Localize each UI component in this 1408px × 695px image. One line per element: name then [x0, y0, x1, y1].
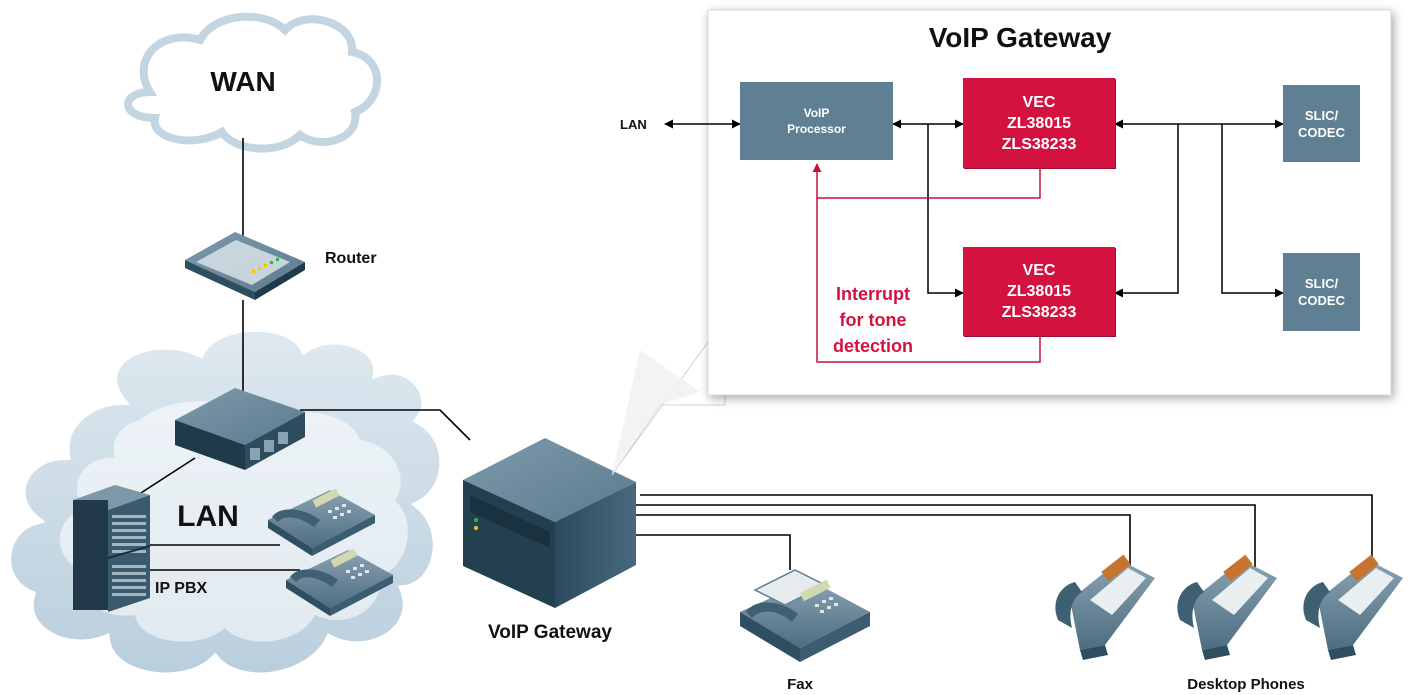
inset-lan-label: LAN	[620, 117, 647, 132]
voip-gateway-device-icon	[463, 438, 636, 608]
inset-title: VoIP Gateway	[928, 22, 1112, 53]
desktop-phone-icon	[1055, 554, 1155, 660]
interrupt-lines	[812, 163, 1041, 363]
inset-panel	[707, 9, 1392, 396]
lan-phone-icon	[268, 488, 375, 556]
slic-bottom-line1: SLIC/	[1304, 276, 1339, 291]
vec-bottom-line3: ZLS38233	[1001, 304, 1077, 321]
inset-connections	[664, 119, 1284, 298]
voip-processor-block: VoIP Processor	[740, 82, 893, 160]
slic-codec-top-block: SLIC/ CODEC	[1283, 85, 1360, 162]
voip-processor-line2: Processor	[787, 122, 846, 136]
desktop-phone-icon	[1303, 554, 1403, 660]
vec-top-line2: ZL38015	[1006, 114, 1072, 132]
interrupt-line1: Interrupt	[836, 284, 910, 304]
vec-bottom-line1: VEC	[1022, 262, 1056, 279]
vec-top-block: VEC ZL38015 ZLS38233	[963, 78, 1115, 168]
wan-label: WAN	[210, 66, 276, 97]
ip-pbx-label: IP PBX	[155, 580, 208, 597]
slic-bottom-line2: CODEC	[1298, 293, 1345, 308]
interrupt-line3: detection	[832, 336, 913, 356]
interrupt-note: Interrupt for tone detection	[818, 281, 928, 359]
desktop-phones-label: Desktop Phones	[1187, 676, 1305, 693]
vec-bottom-line2: ZL38015	[1006, 283, 1072, 300]
network-cables	[129, 138, 1373, 580]
ip-pbx-rack-icon	[73, 485, 151, 612]
vec-top-line3: ZLS38233	[1001, 135, 1077, 153]
router-icon	[185, 232, 305, 300]
desktop-phone-icon	[1177, 554, 1277, 660]
wan-cloud	[124, 12, 382, 153]
fax-icon	[740, 569, 870, 662]
gateway-label: VoIP Gateway	[488, 622, 612, 643]
vec-top-line1: VEC	[1022, 93, 1056, 111]
slic-top-line2: CODEC	[1298, 124, 1345, 140]
vec-bottom-block: VEC ZL38015 ZLS38233	[963, 247, 1115, 336]
interrupt-line2: for tone	[839, 310, 907, 330]
slic-codec-bottom-block: SLIC/ CODEC	[1283, 253, 1360, 331]
voip-processor-line1: VoIP	[803, 106, 830, 120]
lan-switch-icon	[175, 388, 305, 470]
lan-phone-icon	[286, 548, 393, 616]
router-label: Router	[325, 250, 377, 267]
lan-label: LAN	[177, 500, 239, 533]
slic-top-line1: SLIC/	[1304, 107, 1339, 123]
fax-label: Fax	[787, 676, 813, 693]
